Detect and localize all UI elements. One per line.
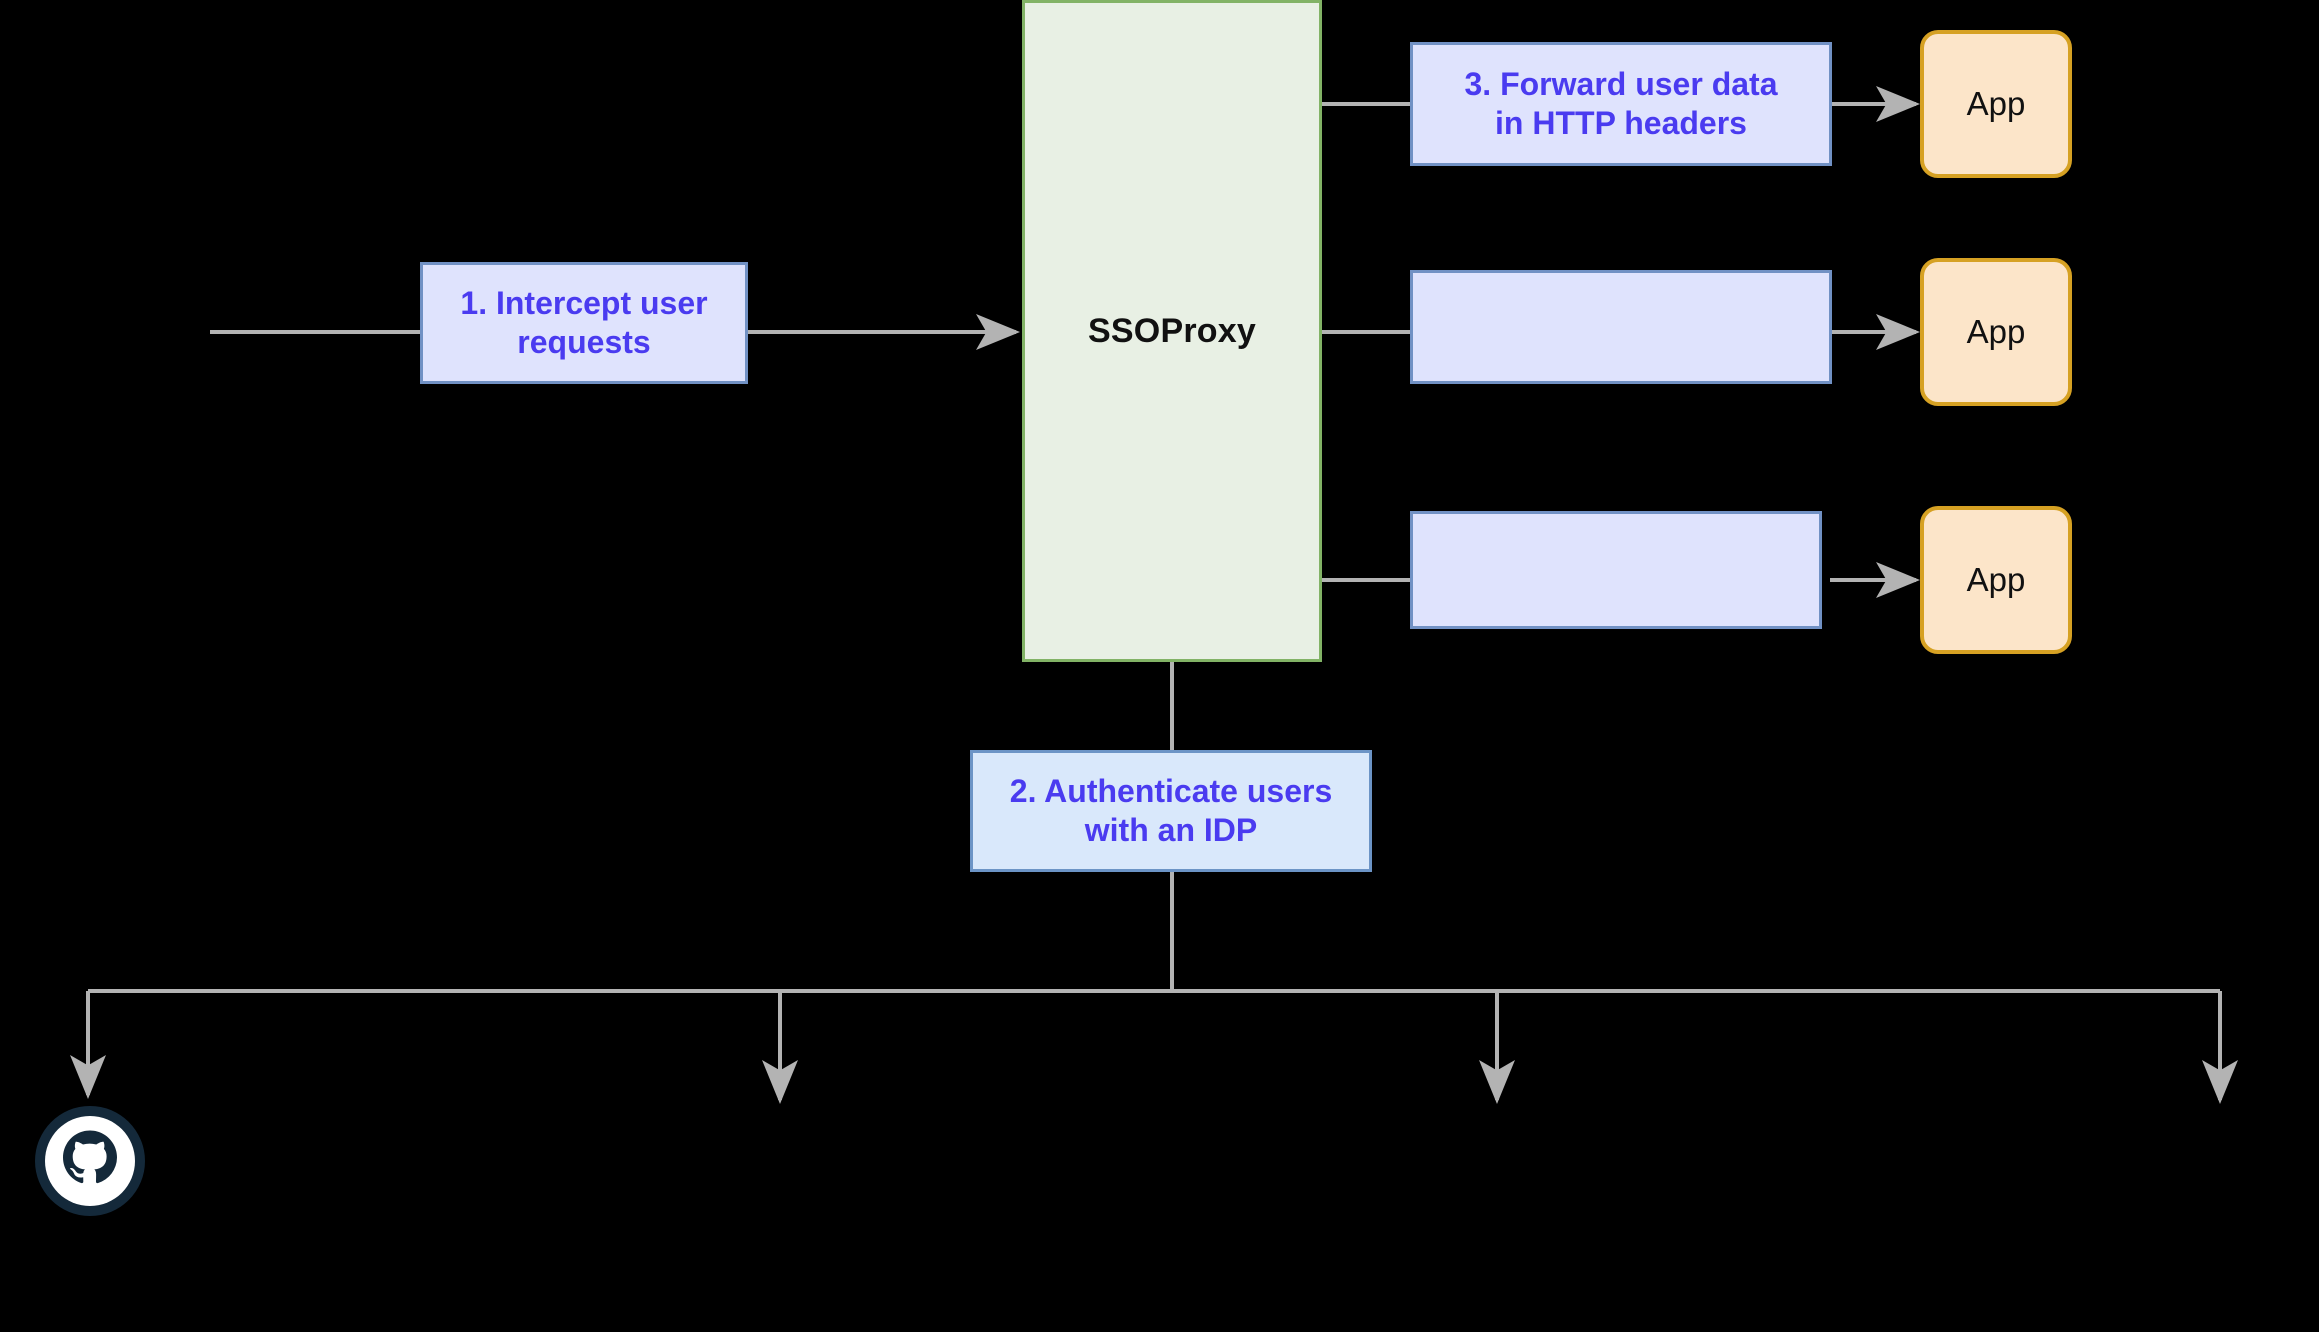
app-node-2-label: App xyxy=(1966,313,2026,350)
annotation-step-3-line-1: 3. Forward user data xyxy=(1464,65,1778,102)
annotation-step-3-line-2: in HTTP headers xyxy=(1495,105,1747,141)
app-node-3[interactable]: App xyxy=(1920,506,2072,654)
annotation-step-3[interactable]: 3. Forward user data in HTTP headers xyxy=(1410,42,1832,166)
annotation-step-1-line-1: 1. Intercept user xyxy=(460,284,708,321)
ssoproxy-label: SSOProxy xyxy=(1088,311,1256,350)
annotation-row-2-empty[interactable] xyxy=(1410,270,1832,384)
app-node-1[interactable]: App xyxy=(1920,30,2072,178)
app-node-3-label: App xyxy=(1966,561,2026,598)
annotation-step-2[interactable]: 2. Authenticate users with an IDP xyxy=(970,750,1372,872)
annotation-step-2-line-2: with an IDP xyxy=(1084,812,1258,848)
ssoproxy-node[interactable]: SSOProxy xyxy=(1022,0,1322,662)
app-node-1-label: App xyxy=(1966,85,2026,122)
annotation-row-3-empty[interactable] xyxy=(1410,511,1822,629)
annotation-step-2-line-1: 2. Authenticate users xyxy=(1009,772,1333,809)
github-icon[interactable] xyxy=(33,1104,147,1218)
annotation-step-1[interactable]: 1. Intercept user requests xyxy=(420,262,748,384)
annotation-step-1-line-2: requests xyxy=(517,324,651,360)
app-node-2[interactable]: App xyxy=(1920,258,2072,406)
